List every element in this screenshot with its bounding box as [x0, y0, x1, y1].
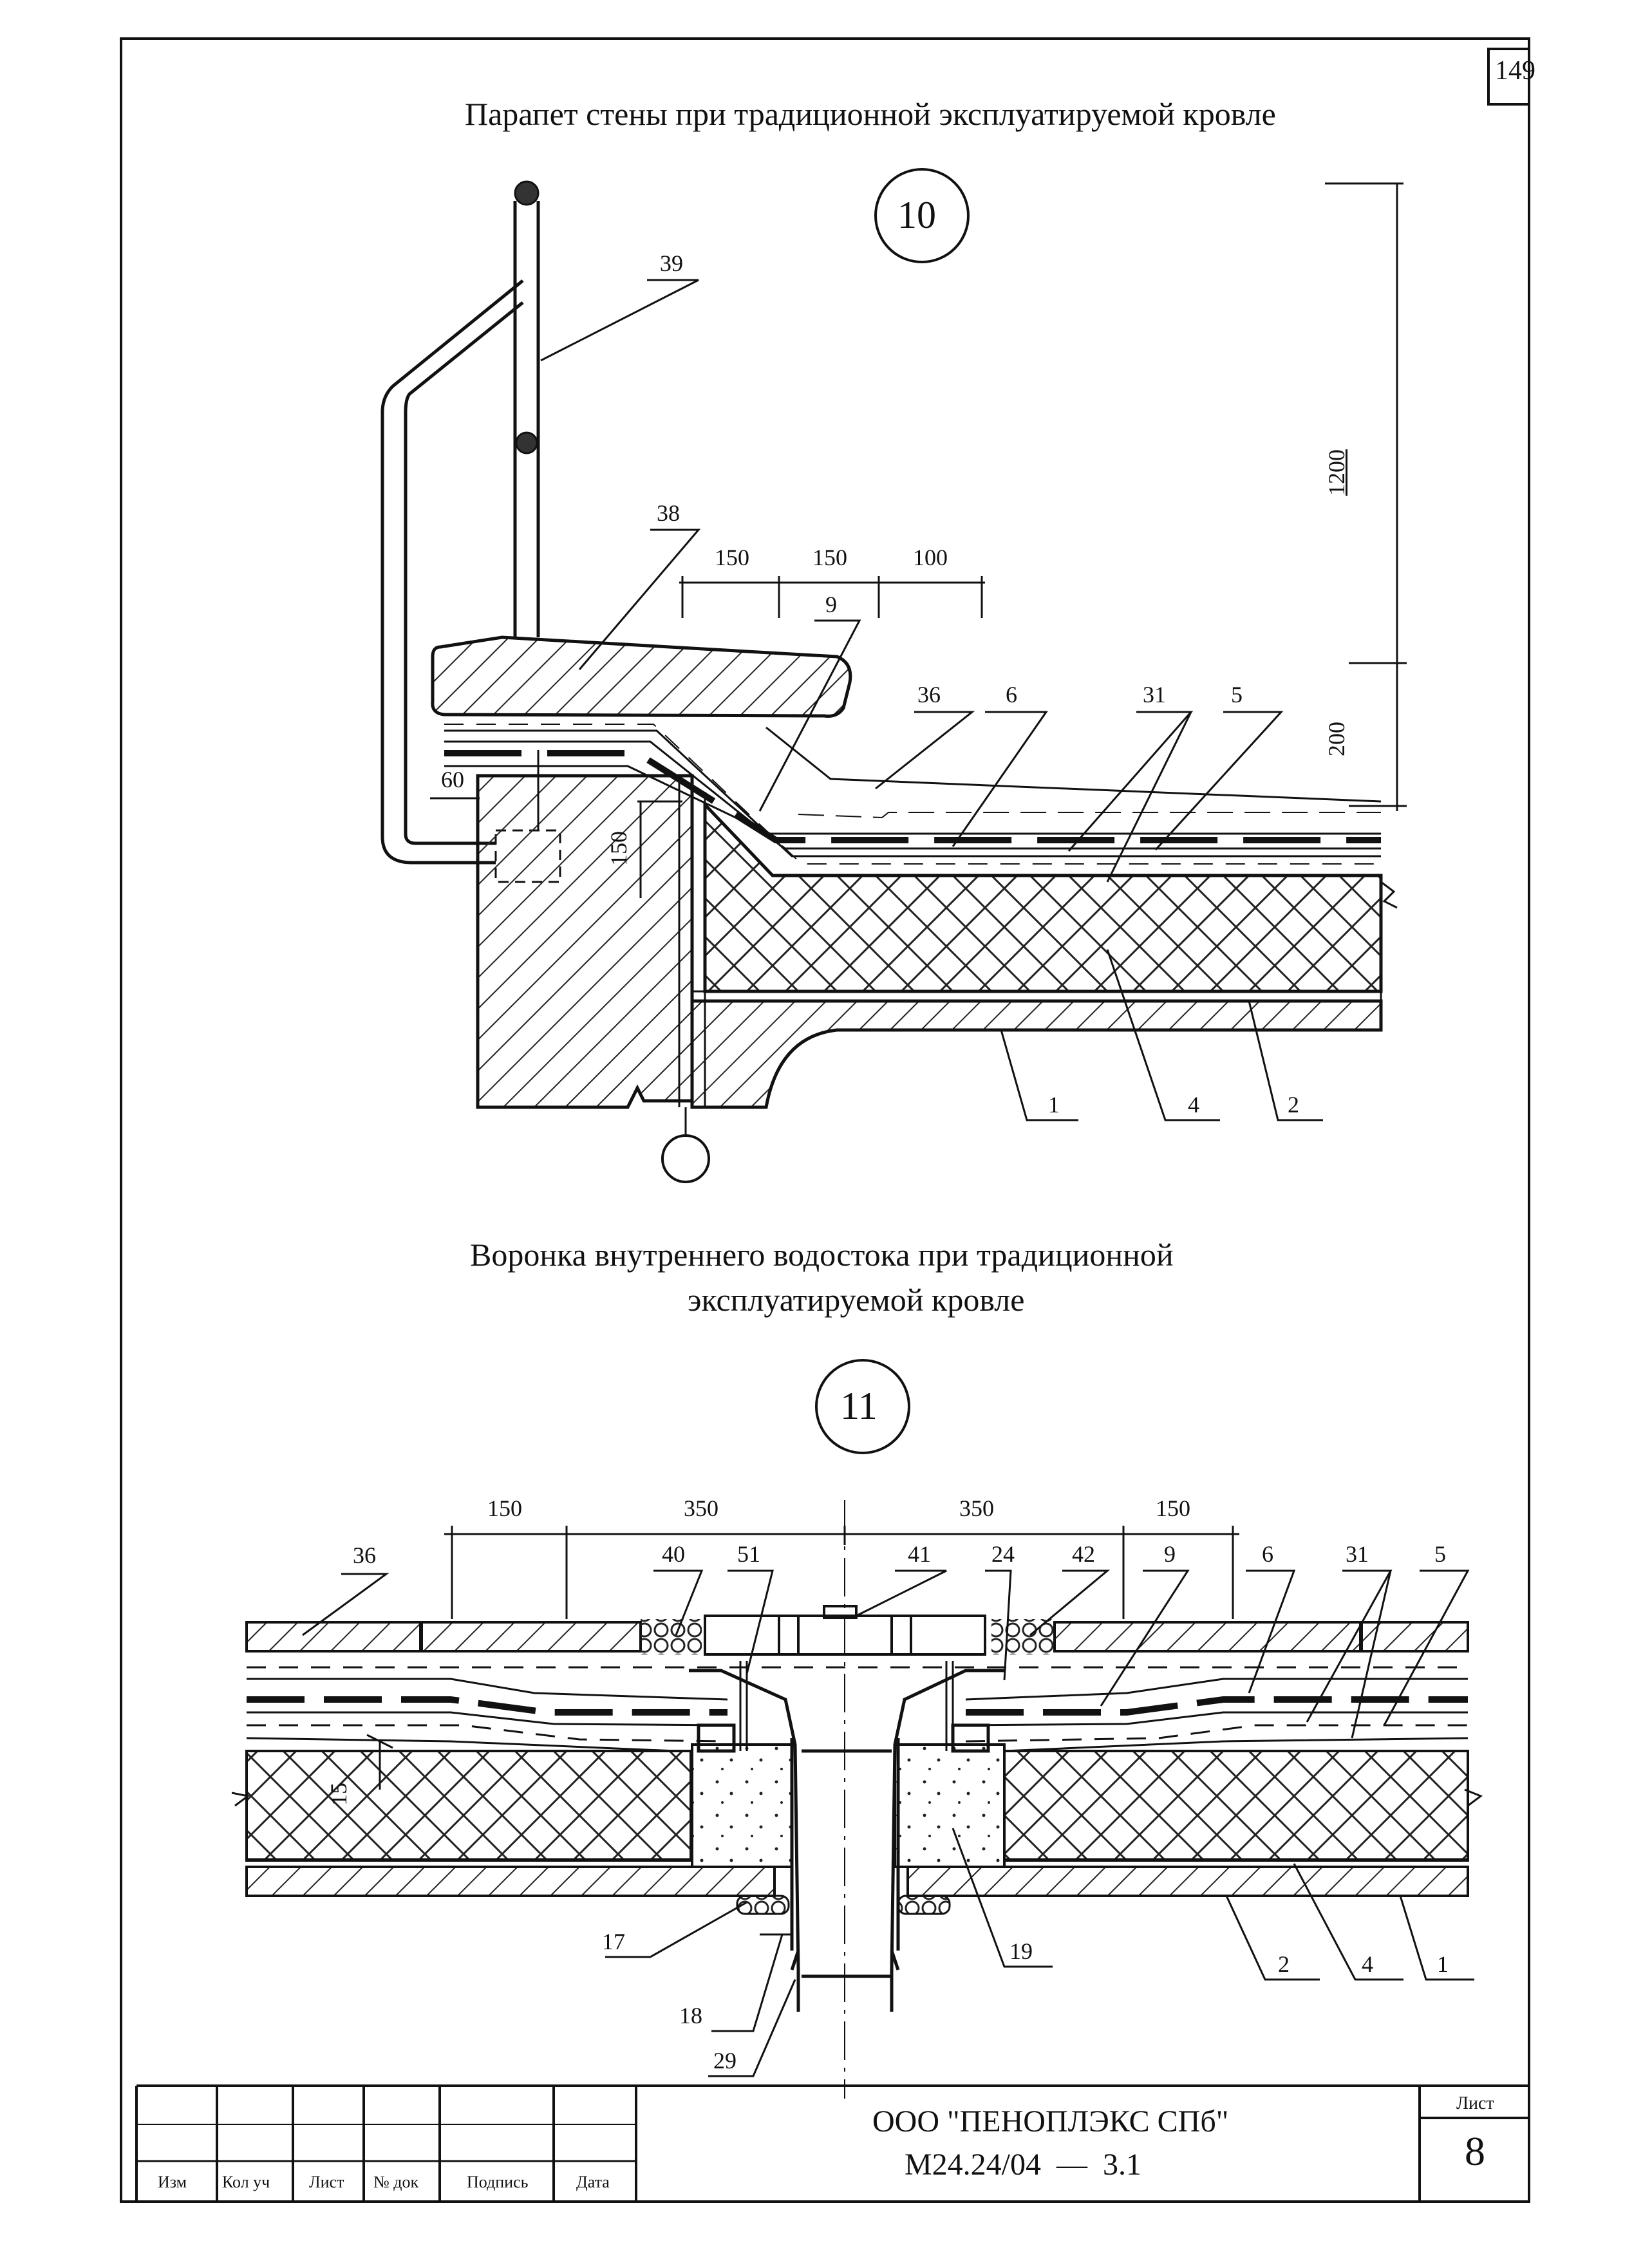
detail-11-number: 11 — [840, 1385, 878, 1427]
page-number: 149 — [1495, 56, 1535, 86]
sheet-frame — [120, 37, 1530, 2203]
callout11-24: 24 — [991, 1541, 1015, 1567]
drain-pipe — [689, 1661, 1004, 2012]
callout11-2: 2 — [1278, 1951, 1290, 1977]
seal-17-right — [897, 1895, 951, 1915]
screed-surface — [798, 812, 1381, 819]
title-block-lines — [135, 2084, 1529, 2202]
dim11-15: 15 — [326, 1783, 352, 1806]
dim11-150-b: 150 — [1156, 1495, 1190, 1521]
callout11-1: 1 — [1437, 1951, 1449, 1977]
railing-39 — [380, 201, 561, 883]
callout11-19: 19 — [1009, 1938, 1033, 1964]
detail-10-number-circle — [874, 168, 970, 263]
callout11-18: 18 — [679, 2003, 702, 2028]
dim-100: 100 — [913, 545, 948, 570]
callout11-6: 6 — [1262, 1541, 1273, 1567]
coping-38 — [431, 635, 852, 718]
dim11-350-b: 350 — [959, 1495, 994, 1521]
detail-11-number-circle — [815, 1359, 910, 1454]
dim-150-a: 150 — [715, 545, 749, 570]
roof-slab-1 — [690, 999, 1383, 1109]
detail-11-title-line-2: эксплуатируемой кровле — [688, 1282, 1025, 1318]
gravel-42 — [991, 1619, 1055, 1654]
insulation-4-left — [245, 1750, 692, 1862]
callout-9: 9 — [825, 592, 837, 617]
roof-slab-1-right — [906, 1866, 1469, 1897]
tb-sheet-number: 8 — [1465, 2128, 1485, 2174]
dimension-lines — [430, 182, 1407, 898]
paving-tiles-36 — [245, 1621, 1469, 1653]
dim-150-vertical: 150 — [606, 831, 632, 866]
concrete-fill-19-right — [894, 1743, 1006, 1868]
callout-6: 6 — [1006, 682, 1017, 707]
concrete-fill-19 — [691, 1743, 793, 1868]
tb-header-date: Дата — [576, 2173, 610, 2191]
gravel-40 — [641, 1619, 702, 1654]
callout-36: 36 — [917, 682, 941, 707]
callout11-36: 36 — [353, 1542, 376, 1568]
callout-31: 31 — [1143, 682, 1166, 707]
tb-header-signature: Подпись — [467, 2173, 529, 2191]
detail-10-number: 10 — [897, 194, 936, 236]
tb-header-doc-no: № док — [373, 2173, 419, 2191]
dimension-lines-11 — [366, 1526, 1239, 1790]
callout11-51: 51 — [737, 1541, 760, 1567]
callout-38: 38 — [657, 500, 680, 526]
tb-header-kol-uch: Кол уч — [222, 2173, 270, 2191]
callout11-4: 4 — [1362, 1951, 1373, 1977]
railing-top-cap — [514, 180, 540, 206]
tb-header-list: Лист — [309, 2173, 344, 2191]
callout-5: 5 — [1231, 682, 1243, 707]
insulation-4-right — [1003, 1750, 1469, 1862]
dim-1200: 1200 — [1324, 449, 1349, 496]
callout11-5: 5 — [1434, 1541, 1446, 1567]
reference-bubble — [661, 1134, 710, 1183]
roof-slab-1-left — [245, 1866, 776, 1897]
detail-10-graphics — [231, 168, 1483, 2099]
callout11-17: 17 — [602, 1929, 625, 1954]
callout11-40: 40 — [662, 1541, 685, 1567]
leader-lines — [540, 279, 1323, 1121]
tb-company: ООО "ПЕНОПЛЭКС СПб" — [872, 2104, 1229, 2139]
tb-doc-code: М24.24/04 — 3.1 — [905, 2148, 1142, 2182]
seal-17-left — [736, 1895, 790, 1915]
callout-1: 1 — [1048, 1092, 1060, 1118]
callout11-31: 31 — [1346, 1541, 1369, 1567]
tb-sheet-label: Лист — [1456, 2093, 1494, 2113]
callout11-9: 9 — [1164, 1541, 1176, 1567]
dim-60: 60 — [441, 767, 464, 792]
railing-joint — [515, 431, 538, 454]
tb-header-izm: Изм — [158, 2173, 187, 2191]
roof-layers-11 — [246, 1666, 1469, 1752]
dim11-350-a: 350 — [684, 1495, 718, 1521]
dim11-150-a: 150 — [487, 1495, 522, 1521]
parapet-wall — [476, 774, 694, 1109]
callout11-41: 41 — [908, 1541, 931, 1567]
leader-lines-11 — [302, 1569, 1474, 2077]
detail-10-title: Парапет стены при традиционной эксплуати… — [465, 96, 1276, 132]
screed-36 — [765, 726, 1382, 803]
callout-4: 4 — [1188, 1092, 1199, 1118]
detail-11-title-line-1: Воронка внутреннего водостока при традиц… — [470, 1237, 1174, 1273]
dim-150-b: 150 — [812, 545, 847, 570]
callout11-42: 42 — [1072, 1541, 1095, 1567]
callout11-29: 29 — [713, 2048, 737, 2074]
dim-200: 200 — [1324, 722, 1349, 756]
callout-2: 2 — [1288, 1092, 1299, 1118]
callout-39: 39 — [660, 250, 683, 276]
